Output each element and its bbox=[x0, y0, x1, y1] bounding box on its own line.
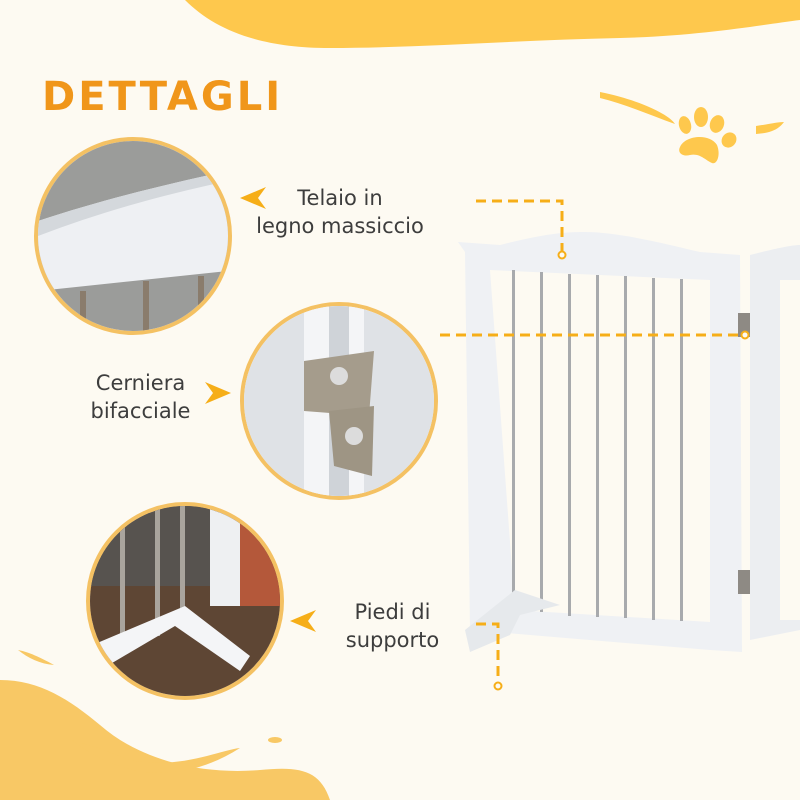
detail-image-hinge bbox=[240, 302, 438, 500]
detail-image-feet bbox=[86, 502, 284, 700]
paw-print-icon bbox=[678, 107, 737, 164]
detail-image-frame bbox=[34, 137, 232, 335]
callout-hinge-line1: Cerniera bbox=[95, 371, 186, 395]
triangle-pointer-icon bbox=[240, 187, 266, 209]
callout-feet: Piedi di supporto bbox=[330, 598, 455, 654]
triangle-pointer-icon bbox=[290, 610, 316, 632]
callout-feet-line1: Piedi di bbox=[354, 600, 431, 624]
callout-feet-line2: supporto bbox=[345, 628, 440, 652]
callout-hinge-line2: bifacciale bbox=[90, 399, 191, 423]
callout-frame: Telaio in legno massiccio bbox=[245, 184, 435, 240]
page-title: DETTAGLI bbox=[42, 74, 284, 120]
callout-frame-line1: Telaio in bbox=[297, 186, 383, 210]
triangle-pointer-icon bbox=[205, 382, 231, 404]
callout-hinge: Cerniera bifacciale bbox=[78, 369, 203, 425]
callout-frame-line2: legno massiccio bbox=[256, 214, 424, 238]
gate-product-image bbox=[458, 232, 800, 652]
